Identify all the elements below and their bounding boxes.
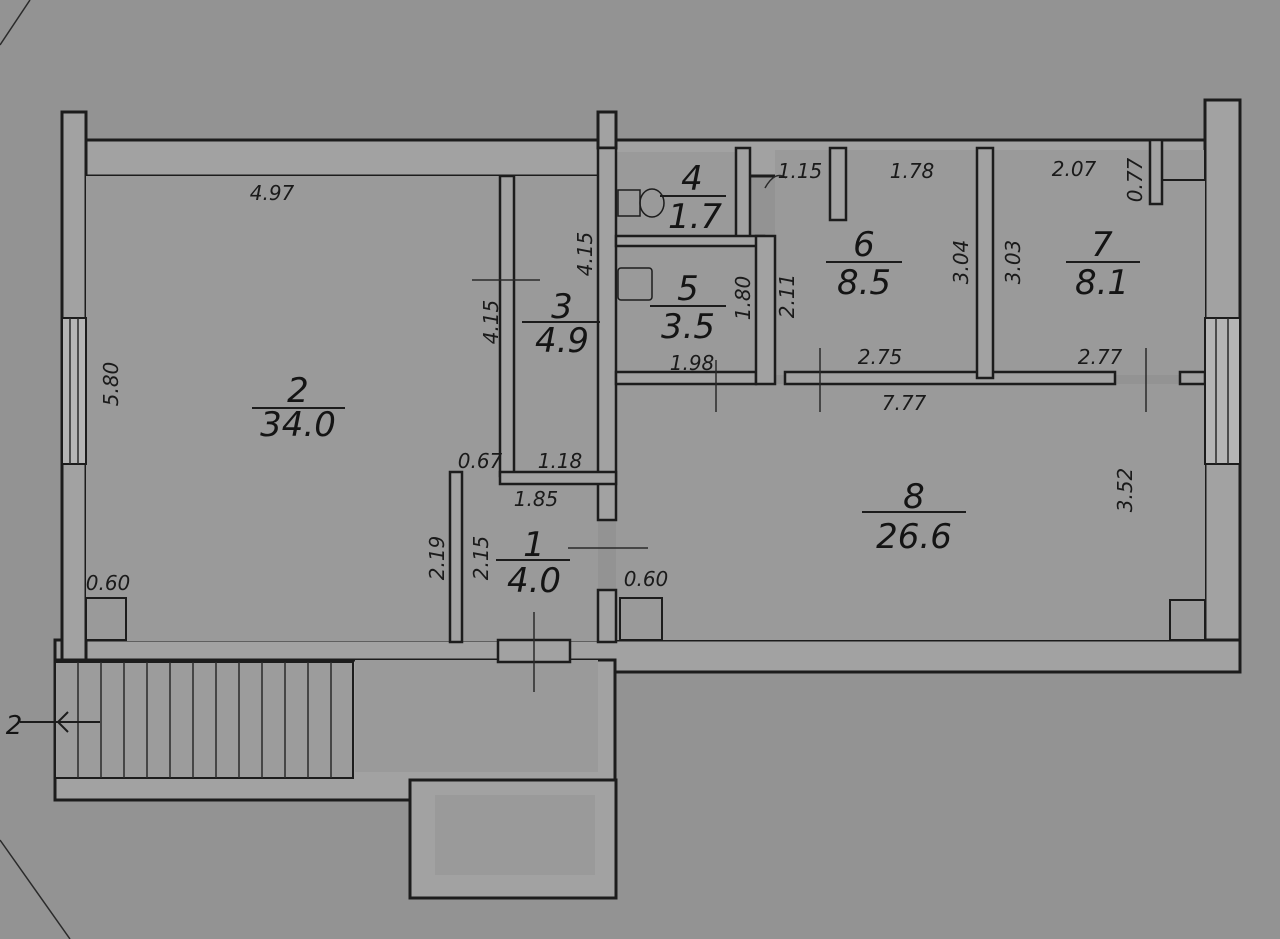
toilet-bowl-icon — [639, 188, 665, 218]
dim-room8-height: 3.52 — [1113, 468, 1137, 513]
room-7-number: 7 — [1091, 225, 1113, 265]
door-marks — [472, 279, 1147, 692]
room-3-area: 4.9 — [535, 321, 589, 361]
dim-room5-height: 1.80 — [731, 276, 755, 321]
dim-room8-corner: 0.60 — [624, 567, 669, 591]
windows — [61, 317, 1241, 465]
dim-room3-width: 1.18 — [538, 449, 583, 473]
paper-edge-line — [0, 0, 31, 46]
section-mark: 2 — [6, 711, 23, 741]
room-2-area: 34.0 — [260, 405, 336, 445]
room-4-area: 1.7 — [668, 197, 722, 237]
dim-room6-height-left: 2.11 — [775, 274, 799, 319]
room-7-area: 8.1 — [1075, 263, 1129, 303]
dim-room5-width: 1.98 — [670, 351, 715, 375]
room-labels: 2 34.0 3 4.9 4 1.7 5 3.5 6 8.5 7 8.1 8 2… — [252, 159, 1140, 601]
room-8-number: 8 — [903, 477, 925, 517]
dim-room7-width: 2.07 — [1052, 157, 1097, 181]
room-6-number: 6 — [853, 225, 875, 265]
sink-icon — [617, 267, 653, 301]
partitions — [448, 138, 1207, 664]
dim-room6-width-top: 1.78 — [890, 159, 935, 183]
dim-room6-door: 1.15 — [778, 159, 823, 183]
room-3-number: 3 — [551, 287, 573, 327]
dim-room2-height: 5.80 — [99, 362, 123, 407]
door-swing-icon — [764, 174, 787, 189]
room-1-number: 1 — [523, 525, 545, 565]
dim-room3-offset: 0.67 — [458, 449, 503, 473]
dim-room6-height-right: 3.04 — [949, 240, 973, 285]
room-6-area: 8.5 — [837, 263, 891, 303]
dim-room2-width: 4.97 — [250, 181, 295, 205]
dim-room2-corner: 0.60 — [86, 571, 131, 595]
sanitary-fixtures — [617, 174, 787, 301]
room-5-number: 5 — [677, 269, 699, 309]
dim-room7-height: 3.03 — [1001, 240, 1025, 285]
dim-room7-width-bottom: 2.77 — [1078, 345, 1123, 369]
dimension-labels: 4.97 5.80 0.60 4.15 4.15 1.18 0.67 1.85 … — [86, 157, 1147, 595]
dim-room6-width-bottom: 2.75 — [858, 345, 903, 369]
dim-room3-height-left: 4.15 — [479, 300, 503, 345]
dim-room7-small: 0.77 — [1123, 157, 1147, 202]
dim-room1-width: 1.85 — [514, 487, 559, 511]
dim-room1-height-inner: 2.15 — [469, 536, 493, 581]
dim-room1-height-outer: 2.19 — [425, 536, 449, 581]
paper-edge-line — [0, 839, 71, 939]
room-2-number: 2 — [287, 371, 309, 411]
room-4-number: 4 — [681, 159, 703, 199]
room-5-area: 3.5 — [661, 307, 715, 347]
columns — [85, 139, 1206, 641]
staircase — [20, 661, 354, 779]
room-8-area: 26.6 — [876, 517, 952, 557]
dim-room3-height-right: 4.15 — [573, 232, 597, 277]
room-1-area: 4.0 — [507, 561, 561, 601]
dim-room8-width: 7.77 — [882, 391, 927, 415]
